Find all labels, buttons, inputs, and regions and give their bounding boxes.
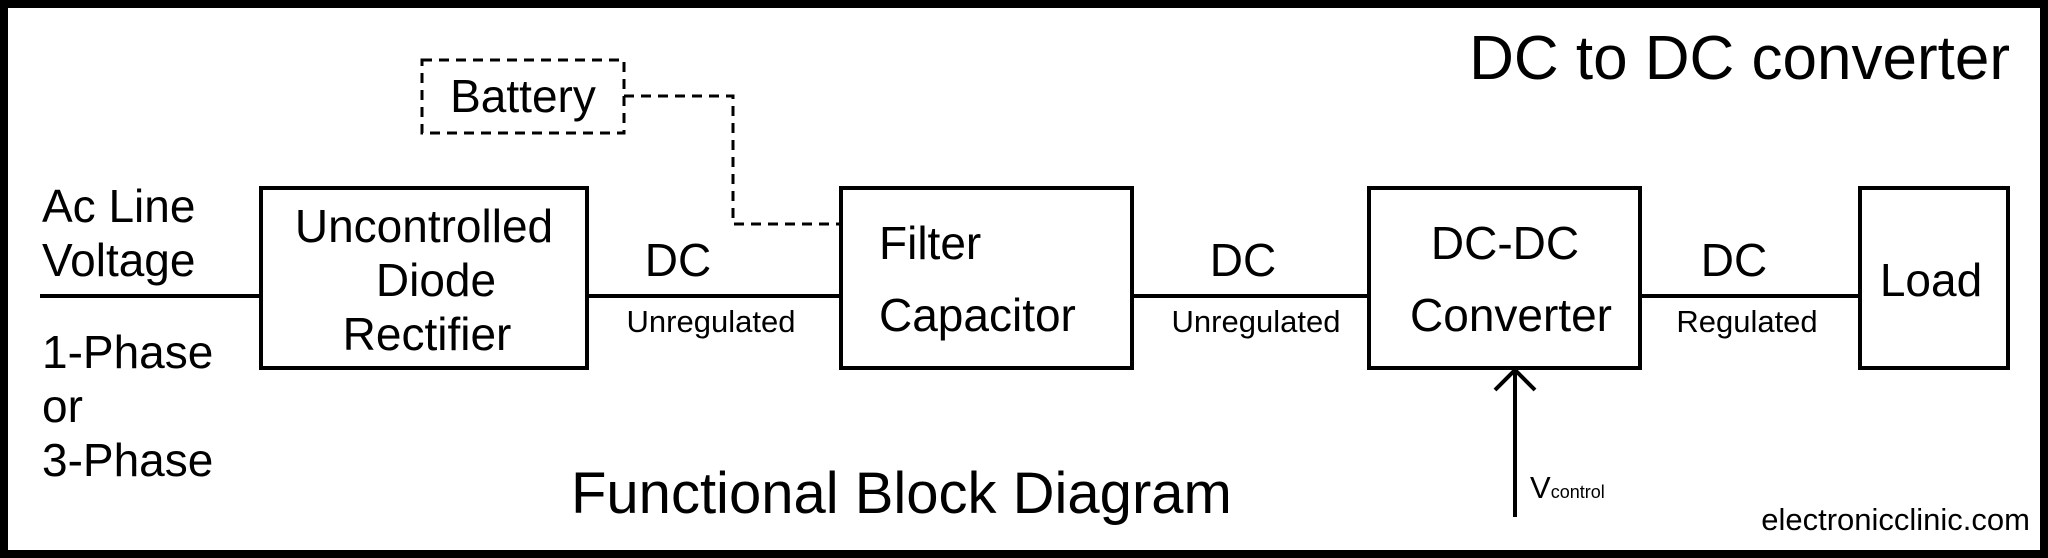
link-2-dc-label: DC — [1210, 234, 1276, 286]
rectifier-label-line2: Diode — [376, 254, 496, 306]
rectifier-block — [259, 186, 589, 370]
rectifier-label-line1: Uncontrolled — [295, 200, 553, 252]
input-label-voltage: Voltage — [42, 234, 195, 286]
diagram-subtitle: Functional Block Diagram — [571, 461, 1232, 526]
control-arrow-head — [1493, 367, 1537, 392]
battery-label: Battery — [450, 70, 596, 122]
link-2-sub-label: Unregulated — [1172, 304, 1341, 339]
control-label: Vcontrol — [1530, 470, 1605, 505]
input-label-1-phase: 1-Phase — [42, 326, 213, 378]
diagram-title: DC to DC converter — [1469, 24, 2010, 93]
rectifier-label-line3: Rectifier — [343, 308, 512, 360]
load-label: Load — [1880, 254, 1982, 306]
filter-capacitor-block — [839, 186, 1134, 370]
input-label-or: or — [42, 380, 83, 432]
converter-label-line1: DC-DC — [1431, 217, 1579, 269]
control-label-main: V — [1530, 470, 1551, 505]
input-label-3-phase: 3-Phase — [42, 434, 213, 486]
link-3-dc-label: DC — [1701, 234, 1767, 286]
link-3-sub-label: Regulated — [1676, 304, 1817, 339]
load-block — [1858, 186, 2010, 370]
filter-label-line1: Filter — [879, 217, 981, 269]
link-1-dc-label: DC — [645, 234, 711, 286]
footer-credit: electronicclinic.com — [1761, 502, 2030, 537]
dc-dc-converter-block — [1367, 186, 1642, 370]
filter-label-line2: Capacitor — [879, 289, 1076, 341]
converter-label-line2: Converter — [1410, 289, 1612, 341]
battery-dashed-link — [624, 94, 841, 226]
input-label-ac-line: Ac Line — [42, 180, 195, 232]
link-1-sub-label: Unregulated — [627, 304, 796, 339]
control-label-subscript: control — [1551, 482, 1605, 502]
